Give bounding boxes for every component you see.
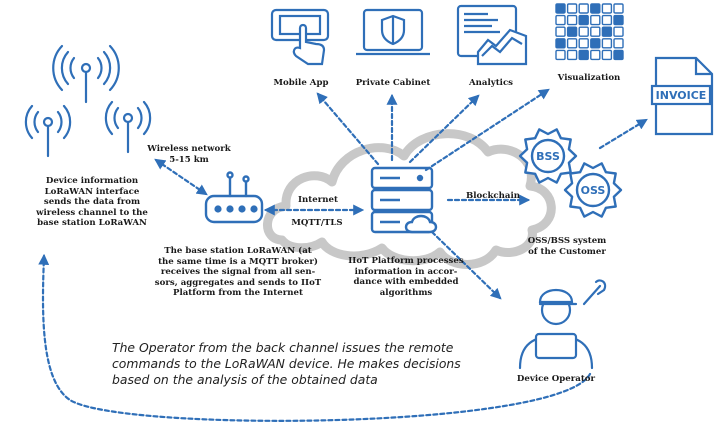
wireless-line-1: Wireless network [147,144,231,154]
viz-cell [555,14,566,26]
viz-cell [578,49,589,61]
arrow-to-analytics [408,94,480,164]
viz-cell [601,49,613,61]
viz-cell [578,38,589,49]
label-device-operator: Device Operator [516,374,596,384]
device-info-line-4: wireless channel to the [36,207,148,218]
label-analytics: Analytics [468,78,514,88]
base-station-line-3: receives the signal from all sen- [160,267,316,277]
cloud-shape [263,129,556,269]
viz-cell [590,49,601,61]
device-info-line-3: sends the data from [43,197,141,207]
iiot-line-4: algorithms [379,287,433,298]
bss-text: BSS [536,150,560,163]
arrow-to-invoice [598,118,648,150]
arrow-operator-feedback [38,253,592,422]
device-operator-icon [518,279,607,370]
label-wireless-network: Wireless network 5-15 km [134,144,244,165]
viz-cell [613,14,624,26]
antenna-icon [24,44,152,158]
viz-cell [601,3,613,14]
invoice-text: INVOICE [656,89,707,102]
label-internet: Internet [298,195,338,205]
invoice-document-icon [650,56,714,136]
shield-monitor-icon [356,8,430,56]
base-station-line-4: sors, aggregates and sends to IIoT [154,277,322,288]
arrow-to-mobile-app [316,92,380,166]
bss-gear-icon [518,128,578,184]
device-info-line-5: base station LoRaWAN [37,218,147,228]
arrow-wireless-link [154,158,208,196]
viz-cell [555,3,566,14]
viz-cell [555,26,566,37]
gear-outline [518,128,578,184]
viz-cell [590,3,601,14]
router-icon [204,171,264,224]
viz-cell [601,38,613,49]
viz-cell [601,14,613,26]
viz-cell [590,26,601,37]
device-info-line-2: LoRaWAN interface [44,186,140,197]
dashed-arrows [38,88,648,422]
viz-cell [566,26,578,37]
viz-cell [578,26,589,37]
viz-cell [566,3,578,14]
oss-bss-line-1: OSS/BSS system [527,236,607,246]
viz-cell [555,49,566,61]
arrow-to-visualization [424,88,550,172]
operator-note-line-3: based on the analysis of the obtained da… [112,372,378,387]
label-oss-bss-system: OSS/BSS system of the Customer [512,236,622,257]
viz-cell [566,14,578,26]
wireless-line-2: 5-15 km [169,154,209,165]
viz-cell [566,49,578,61]
server-icon [370,166,438,234]
gear-hub [530,138,566,174]
operator-note-line-2: commands to the LoRaWAN device. He makes… [112,356,461,371]
viz-cell [555,38,566,49]
label-mqtt-tls: MQTT/TLS [291,218,343,228]
viz-cell [578,14,589,26]
base-station-line-5: Platform from the Internet [173,288,303,298]
viz-cell [601,26,613,37]
mobile-app-icon [270,8,330,66]
oss-bss-line-2: of the Customer [528,246,606,257]
visualization-grid-icon [555,3,624,61]
base-station-line-1: The base station LoRaWAN (at [164,246,312,256]
viz-cell [613,38,624,49]
analytics-icon [456,4,528,66]
gear-hub [575,172,611,208]
viz-cell [613,49,624,61]
viz-cell [613,3,624,14]
viz-cell [613,26,624,37]
oss-gear-icon [563,162,623,218]
viz-cell [578,3,589,14]
base-station-line-2: the same time is a MQTT broker) [158,256,318,267]
arrow-to-device-operator [430,230,502,300]
operator-note-line-1: The Operator from the back channel issue… [112,340,454,355]
gear-outline [563,162,623,218]
label-mobile-app: Mobile App [273,78,329,88]
label-visualization: Visualization [557,73,621,83]
iiot-line-2: information in accor- [354,266,458,277]
operator-note: The Operator from the back channel issue… [112,340,492,388]
oss-text: OSS [581,184,606,197]
label-iiot-platform: IIoT Platform processes information in a… [346,256,466,298]
viz-cell [566,38,578,49]
viz-cell [590,38,601,49]
iiot-line-1: IIoT Platform processes [348,256,464,266]
iiot-line-3: dance with embedded [353,277,459,287]
label-blockchain: Blockchain [465,191,520,201]
label-base-station: The base station LoRaWAN (at the same ti… [150,246,326,299]
label-device-information: Device information LoRaWAN interface sen… [22,176,162,229]
label-private-cabinet: Private Cabinet [355,78,431,88]
device-info-line-1: Device information [45,176,139,186]
viz-cell [590,14,601,26]
